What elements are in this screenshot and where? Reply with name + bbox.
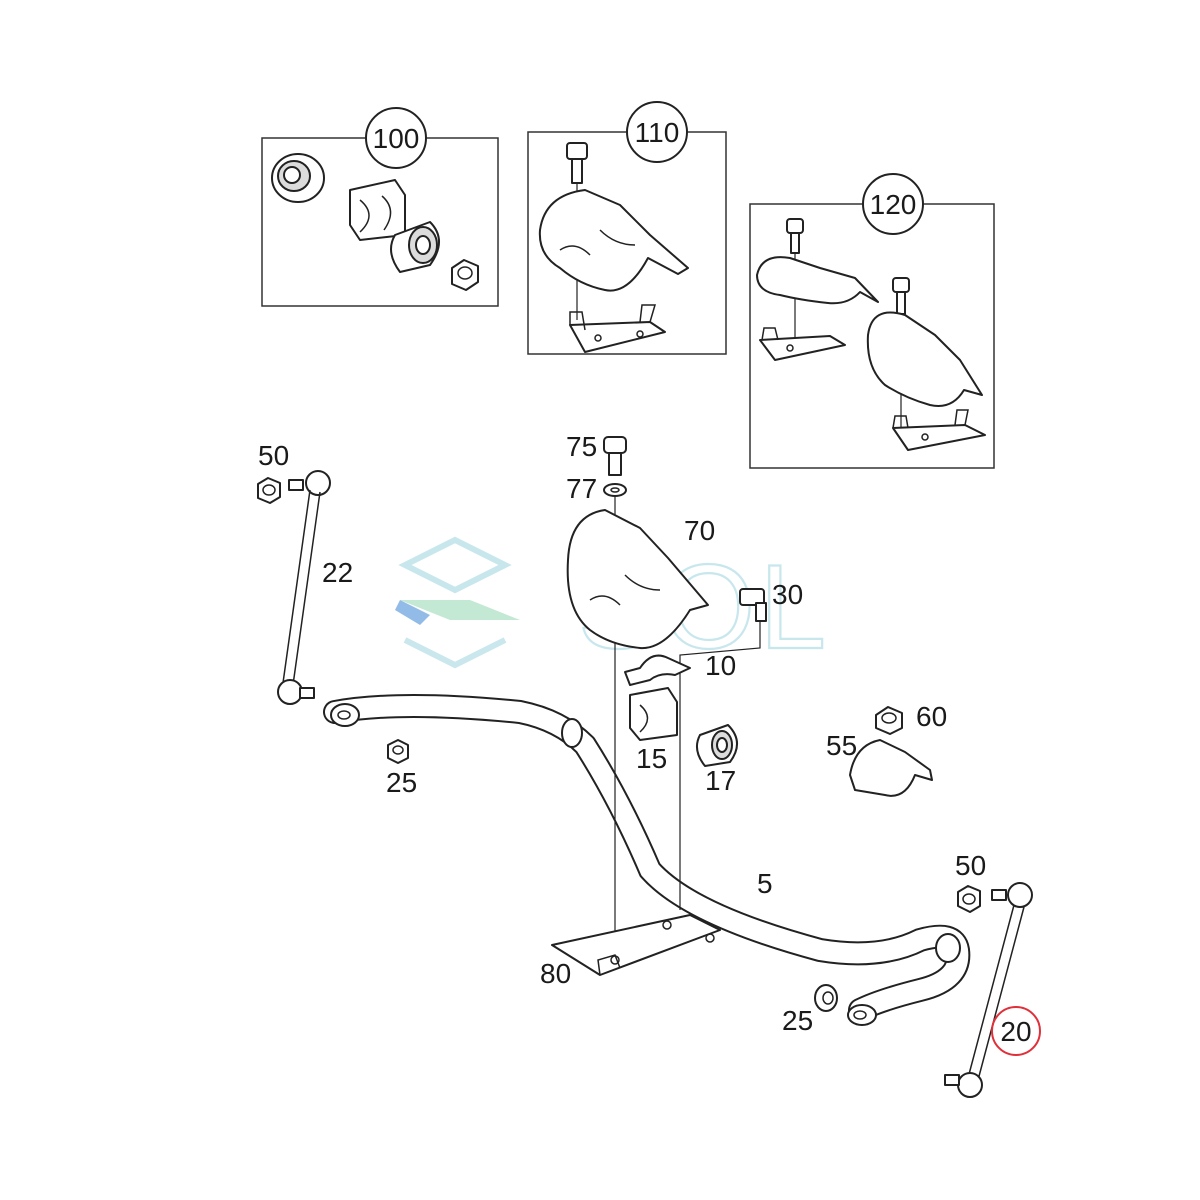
bolt-icon bbox=[679, 588, 767, 910]
callout-25-right: 25 bbox=[782, 1005, 813, 1036]
bushing-ring-icon bbox=[271, 153, 325, 203]
stabilizer-link-right bbox=[944, 882, 1033, 1098]
kit-box-label: 120 bbox=[870, 189, 917, 220]
kit-box-label: 110 bbox=[635, 117, 680, 148]
callout-22: 22 bbox=[322, 557, 353, 588]
callout-30: 30 bbox=[772, 579, 803, 610]
kit-box-100: 100 bbox=[261, 107, 499, 307]
callout-80: 80 bbox=[540, 958, 571, 989]
kit-box-120: 120 bbox=[749, 173, 995, 469]
bushing-cylinder-icon bbox=[390, 221, 440, 273]
highlighted-callout-20: 20 bbox=[991, 1006, 1041, 1056]
nut-icon bbox=[451, 259, 479, 291]
callout-17: 17 bbox=[705, 765, 736, 796]
callout-15: 15 bbox=[636, 743, 667, 774]
callout-25-left: 25 bbox=[386, 767, 417, 798]
kit-box-label: 100 bbox=[373, 123, 420, 154]
heat-shield-icon bbox=[756, 256, 879, 305]
callout-50-right: 50 bbox=[955, 850, 986, 881]
nut-icon bbox=[387, 739, 409, 764]
heat-shield-icon bbox=[566, 509, 709, 650]
callout-70: 70 bbox=[684, 515, 715, 546]
rubber-bushing-icon bbox=[629, 687, 678, 741]
clamp-icon bbox=[624, 654, 691, 686]
bracket-plate-icon bbox=[569, 304, 666, 353]
bushing-cylinder-icon bbox=[695, 724, 738, 767]
callout-10: 10 bbox=[705, 650, 736, 681]
callout-20: 20 bbox=[1000, 1016, 1031, 1047]
rubber-bushing-icon bbox=[349, 179, 406, 241]
callout-77: 77 bbox=[566, 473, 597, 504]
nut-icon bbox=[875, 706, 903, 735]
bracket-plate-icon bbox=[892, 409, 986, 451]
bracket-plate-icon bbox=[759, 327, 846, 361]
watermark-logo-icon bbox=[395, 536, 520, 669]
nut-icon bbox=[814, 984, 838, 1012]
heat-shield-icon bbox=[538, 189, 689, 292]
kit-box-110: 110 bbox=[527, 101, 727, 355]
bracket-plate-icon bbox=[551, 914, 721, 976]
callout-50-left: 50 bbox=[258, 440, 289, 471]
callout-5: 5 bbox=[757, 868, 773, 899]
stabilizer-bar bbox=[323, 694, 971, 1026]
callout-75: 75 bbox=[566, 431, 597, 462]
heat-shield-icon bbox=[866, 311, 983, 407]
stabilizer-link-left bbox=[257, 470, 331, 705]
bracket-icon bbox=[849, 739, 933, 797]
callout-60: 60 bbox=[916, 701, 947, 732]
callout-55: 55 bbox=[826, 730, 857, 761]
